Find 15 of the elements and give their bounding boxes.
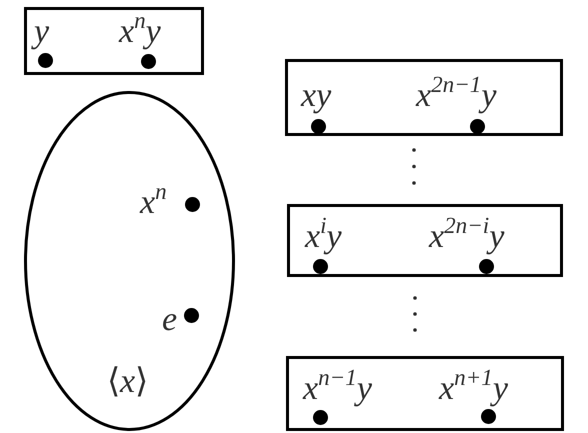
math-label: x$^{2n−i}$y xyxy=(429,220,504,254)
math-label: e xyxy=(162,303,178,337)
math-label: x$^{i}$y xyxy=(305,220,342,254)
set-box xyxy=(287,204,563,277)
math-label: x$^{2n−1}$y xyxy=(416,79,496,113)
math-label: x$^{n−1}$y xyxy=(303,372,372,406)
math-label: x$^{n}$ xyxy=(140,186,167,220)
set-box xyxy=(285,59,563,136)
set-box xyxy=(286,356,564,431)
math-label: x$^{n+1}$y xyxy=(439,372,508,406)
ellipse-outline xyxy=(24,91,235,431)
math-label: xy xyxy=(301,79,332,113)
math-label: x$^{n}$y xyxy=(119,15,161,49)
set-box xyxy=(24,7,204,75)
math-label: ⟨x⟩ xyxy=(107,365,148,399)
